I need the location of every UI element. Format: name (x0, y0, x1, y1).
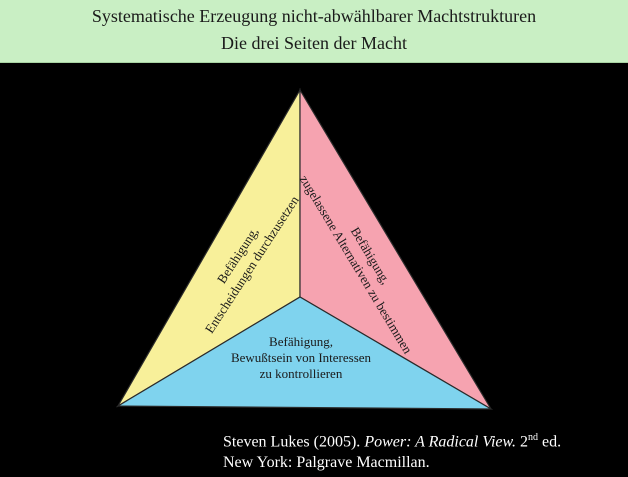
citation-line1: Steven Lukes (2005). Power: A Radical Vi… (223, 427, 561, 452)
citation-edition-number: 2 (516, 433, 528, 451)
citation-edition-suffix: ed. (538, 433, 562, 451)
slide-subtitle: Die drei Seiten der Macht (221, 33, 407, 53)
citation-author: Steven Lukes (2005). (223, 433, 365, 451)
citation: Steven Lukes (2005). Power: A Radical Vi… (223, 427, 561, 473)
bottom-face-label-line1: Befähigung, (269, 334, 333, 349)
slide-title: Systematische Erzeugung nicht-abwählbare… (91, 6, 537, 26)
bottom-face-label-line3: zu kontrollieren (260, 366, 343, 381)
bottom-face-label: Befähigung, Bewußtsein von Interessen zu… (231, 334, 372, 381)
bottom-face (115, 296, 494, 410)
bottom-face-label-line2: Bewußtsein von Interessen (231, 350, 372, 365)
citation-book-title: Power: A Radical View. (364, 433, 516, 451)
citation-line2: New York: Palgrave Macmillan. (223, 454, 430, 472)
title-bar: Systematische Erzeugung nicht-abwählbare… (0, 0, 628, 63)
citation-edition-ordinal: nd (528, 432, 538, 443)
